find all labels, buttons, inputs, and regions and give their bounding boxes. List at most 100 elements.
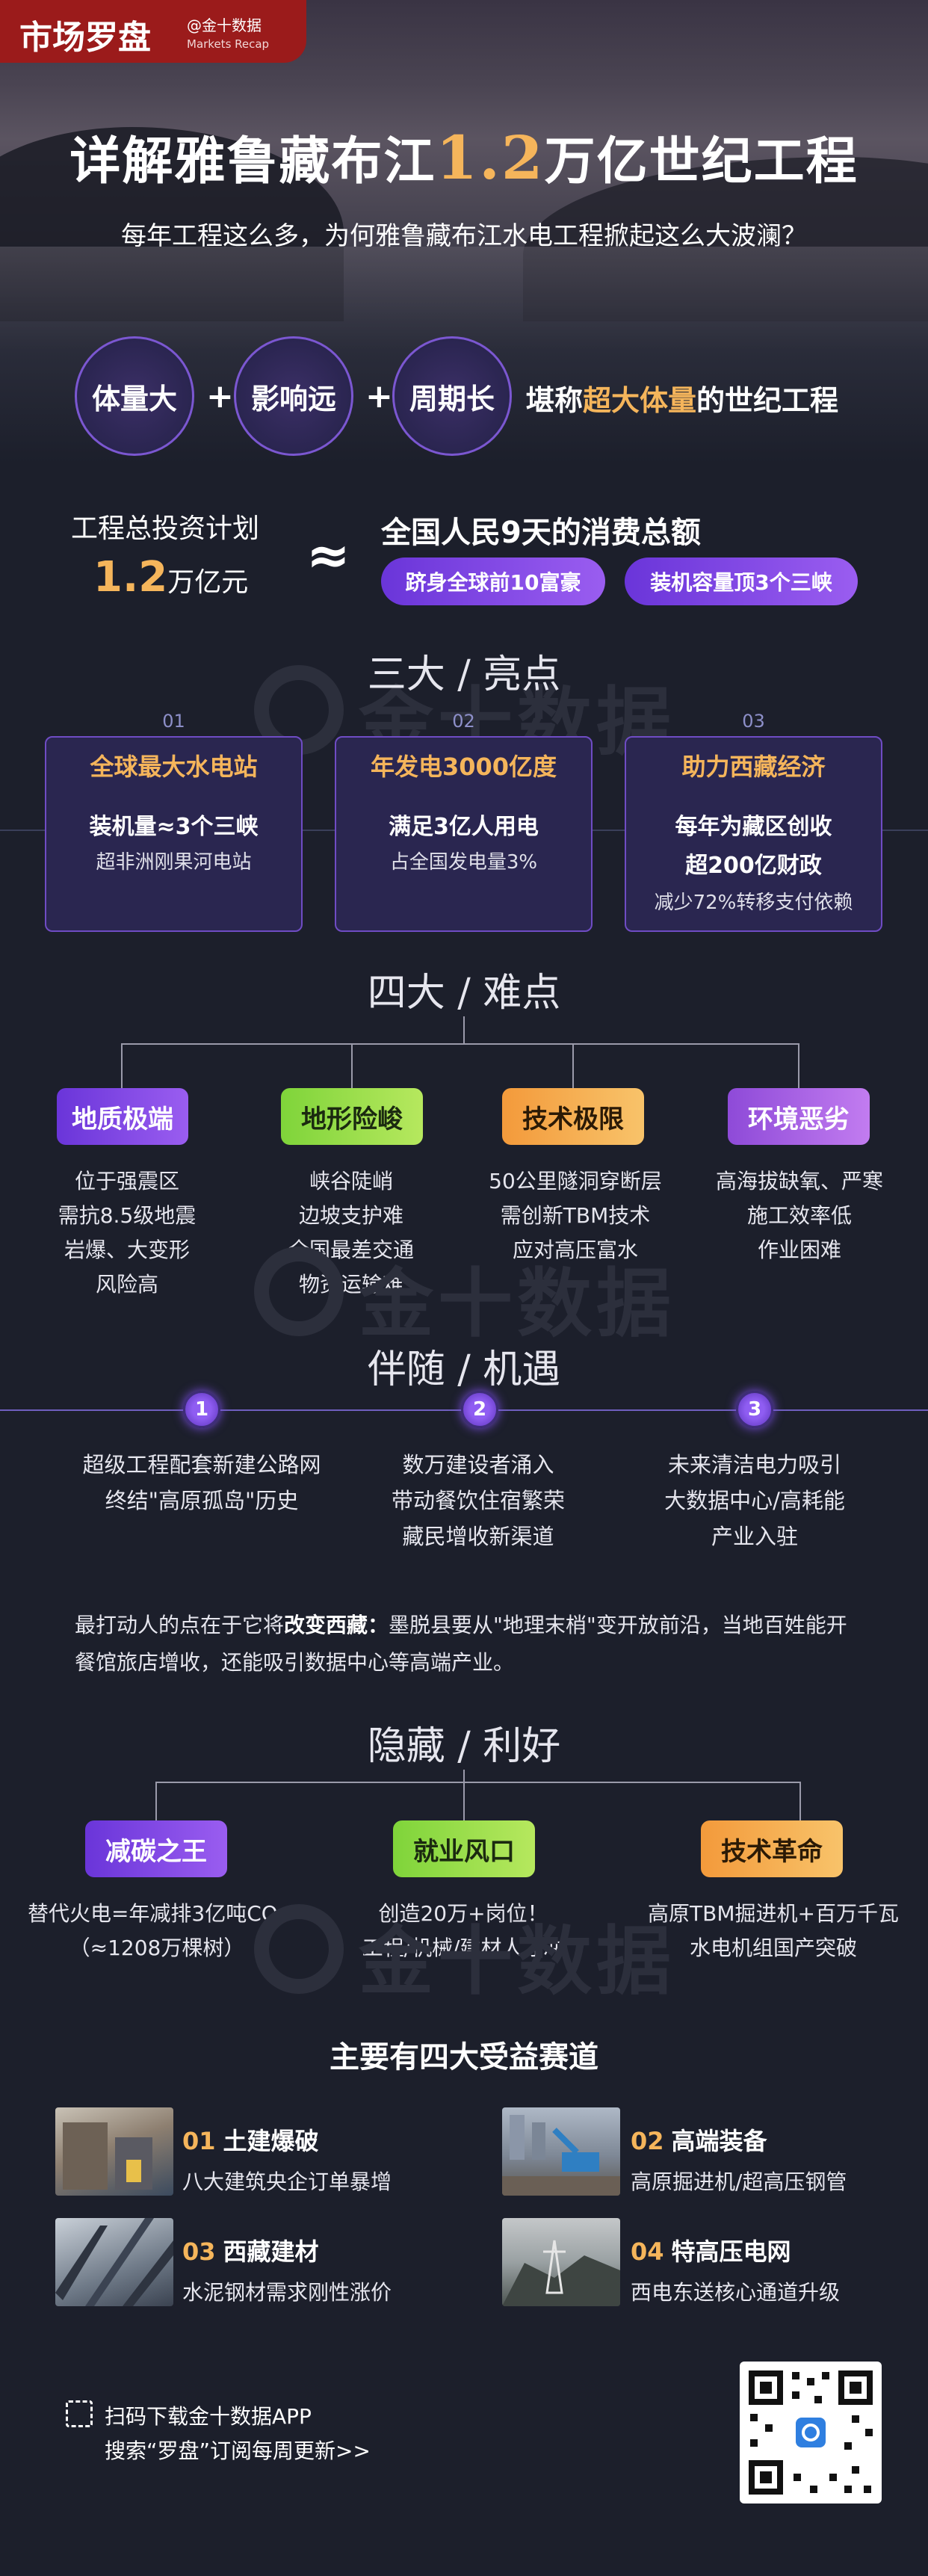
title-suffix: 万亿世纪工程 bbox=[544, 132, 859, 191]
qr-code-icon bbox=[749, 2370, 873, 2495]
benefit-tag: 技术革命 bbox=[701, 1820, 843, 1877]
power-grid-image bbox=[502, 2218, 620, 2306]
opportunity-desc: 未来清洁电力吸引 大数据中心/高耗能 产业入驻 bbox=[620, 1447, 889, 1554]
sector-desc: 八大建筑央企订单暴增 bbox=[182, 2169, 392, 2194]
desc-line: 数万建设者涌入 bbox=[402, 1452, 554, 1477]
section-title-difficulties: 四大 / 难点 bbox=[367, 971, 561, 1016]
card-number: 01 bbox=[162, 711, 185, 732]
para-bold: 改变西藏： bbox=[284, 1613, 389, 1637]
difficulty-tag: 环境恶劣 bbox=[728, 1088, 870, 1145]
highlight-card: 01 全球最大水电站 装机量≈3个三峡 超非洲刚果河电站 bbox=[45, 711, 303, 932]
watermark-icon bbox=[254, 1247, 344, 1336]
title-highlight: 1.2 bbox=[436, 123, 545, 193]
desc-line: 需抗8.5级地震 bbox=[58, 1203, 197, 1228]
desc-line: 岩爆、大变形 bbox=[64, 1238, 190, 1262]
watermark-text: 金十数据 bbox=[359, 1918, 675, 2005]
card-line: 装机量≈3个三峡 bbox=[89, 814, 259, 840]
desc-line: （≈1208万棵树） bbox=[69, 1936, 245, 1960]
card-head: 年发电3000亿度 bbox=[370, 753, 557, 781]
brand-banner: 市场罗盘 @金十数据 Markets Recap bbox=[0, 0, 306, 63]
card-line: 超200亿财政 bbox=[685, 853, 822, 879]
desc-line: 带动餐饮住宿繁荣 bbox=[391, 1488, 565, 1513]
card-line: 满足3亿人用电 bbox=[389, 814, 539, 840]
desc-line: 创造20万+岗位！ bbox=[378, 1901, 548, 1926]
difficulty-desc: 位于强震区 需抗8.5级地震 岩爆、大变形 风险高 bbox=[30, 1164, 224, 1302]
highlight-card: 02 年发电3000亿度 满足3亿人用电 占全国发电量3% bbox=[335, 711, 593, 932]
desc-line: 风险高 bbox=[95, 1272, 158, 1297]
highlight-card: 03 助力西藏经济 每年为藏区创收 超200亿财政 减少72%转移支付依赖 bbox=[625, 711, 882, 932]
sectors-title: 主要有四大受益赛道 bbox=[330, 2040, 598, 2075]
sector-desc: 西电东送核心通道升级 bbox=[631, 2280, 841, 2305]
benefit-desc: 高原TBM掘进机+百万千瓦 水电机组国产突破 bbox=[635, 1897, 912, 1965]
watermark-icon bbox=[254, 1904, 344, 1994]
summary-paragraph: 最打动人的点在于它将改变西藏：墨脱县要从"地理末梢"变开放前沿，当地百姓能开餐馆… bbox=[75, 1607, 867, 1681]
desc-line: 应对高压富水 bbox=[512, 1238, 638, 1262]
step-dot: 2 bbox=[461, 1391, 498, 1428]
watermark-text: 金十数据 bbox=[359, 1260, 675, 1347]
desc-line: 终结"高原孤岛"历史 bbox=[105, 1488, 299, 1513]
opportunity-desc: 数万建设者涌入 带动餐饮住宿繁荣 藏民增收新渠道 bbox=[336, 1447, 620, 1554]
card-line: 超非洲刚果河电站 bbox=[96, 851, 252, 874]
difficulty-tag: 地质极端 bbox=[57, 1088, 188, 1145]
desc-line: 工程/机械/建材人才冲 bbox=[362, 1936, 565, 1960]
benefit-desc: 替代火电=年减排3亿吨CO₂ （≈1208万棵树） bbox=[15, 1897, 299, 1965]
connector-line bbox=[463, 1770, 465, 1820]
compare-pill: 跻身全球前10富豪 bbox=[381, 557, 605, 605]
para-suffix: 墨脱县要从"地理末梢"变开放前沿，当地百姓能开餐馆旅店增收，还能吸引数据中心等高… bbox=[75, 1613, 847, 1675]
difficulty-desc: 50公里隧洞穿断层 需创新TBM技术 应对高压富水 bbox=[463, 1164, 687, 1267]
slogan: 堪称超大体量的世纪工程 bbox=[526, 377, 838, 418]
trait-circle: 影响远 bbox=[234, 336, 353, 456]
card-line: 占全国发电量3% bbox=[389, 851, 538, 874]
connector-line bbox=[121, 1043, 799, 1045]
benefit-tag: 减碳之王 bbox=[85, 1820, 227, 1877]
construction-image bbox=[55, 2107, 173, 2196]
download-text: 扫码下载金十数据APP bbox=[105, 2404, 312, 2429]
connector-line bbox=[121, 1043, 123, 1088]
connector-line bbox=[155, 1782, 157, 1820]
desc-line: 产业入驻 bbox=[711, 1524, 798, 1549]
difficulty-desc: 高海拔缺氧、严寒 施工效率低 作业困难 bbox=[695, 1164, 904, 1267]
sector-number: 01 bbox=[182, 2127, 216, 2155]
sector-label: 土建爆破 bbox=[223, 2127, 319, 2155]
power-tower-icon bbox=[502, 2240, 620, 2306]
difficulty-tag: 地形险峻 bbox=[281, 1088, 423, 1145]
section-title-highlights: 三大 / 亮点 bbox=[367, 652, 561, 697]
river-shape bbox=[0, 247, 928, 351]
consumption-compare: 全国人民9天的消费总额 bbox=[381, 516, 701, 550]
step-dot: 3 bbox=[736, 1391, 773, 1428]
sector-desc: 水泥钢材需求刚性涨价 bbox=[182, 2280, 392, 2305]
sector-label: 特高压电网 bbox=[671, 2237, 791, 2266]
desc-line: 超级工程配套新建公路网 bbox=[82, 1452, 321, 1477]
card-line: 减少72%转移支付依赖 bbox=[654, 892, 853, 914]
card-number: 02 bbox=[452, 711, 475, 732]
section-title-benefits: 隐藏 / 利好 bbox=[367, 1724, 561, 1769]
sector-label: 高端装备 bbox=[671, 2127, 767, 2155]
qr-code[interactable] bbox=[740, 2362, 882, 2504]
desc-line: 作业困难 bbox=[757, 1238, 841, 1262]
card-head: 助力西藏经济 bbox=[681, 753, 826, 781]
equipment-image bbox=[502, 2107, 620, 2196]
desc-line: 大数据中心/高耗能 bbox=[664, 1488, 845, 1513]
compare-pill: 装机容量顶3个三峡 bbox=[625, 557, 858, 605]
connector-line bbox=[572, 1043, 574, 1088]
slogan-highlight: 超大体量 bbox=[583, 384, 697, 417]
sector-number: 02 bbox=[631, 2127, 664, 2155]
subscribe-text[interactable]: 搜索“罗盘”订阅每周更新>> bbox=[105, 2438, 371, 2463]
sector-number: 03 bbox=[182, 2237, 216, 2266]
opportunity-desc: 超级工程配套新建公路网 终结"高原孤岛"历史 bbox=[45, 1447, 359, 1519]
scan-icon bbox=[66, 2400, 93, 2427]
investment-value: 1.2万亿元 bbox=[93, 553, 248, 602]
plus-sign: + bbox=[365, 377, 393, 416]
desc-line: 藏民增收新渠道 bbox=[402, 1524, 554, 1549]
desc-line: 需创新TBM技术 bbox=[500, 1203, 651, 1228]
desc-line: 位于强震区 bbox=[74, 1169, 179, 1193]
benefit-desc: 创造20万+岗位！ 工程/机械/建材人才冲 bbox=[329, 1897, 598, 1965]
plus-sign: + bbox=[206, 377, 234, 416]
investment-label: 工程总投资计划 bbox=[71, 513, 260, 544]
desc-line: 水电机组国产突破 bbox=[689, 1936, 857, 1960]
connector-line bbox=[798, 1043, 799, 1088]
desc-line: 替代火电=年减排3亿吨CO₂ bbox=[27, 1901, 287, 1926]
